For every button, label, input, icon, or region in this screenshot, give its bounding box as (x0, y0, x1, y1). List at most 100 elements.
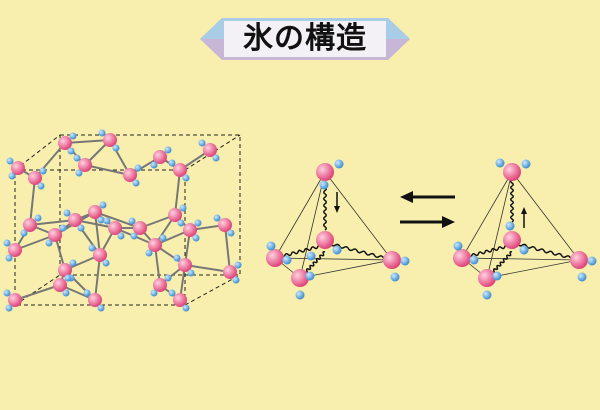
hydrogen-atom (62, 289, 70, 297)
hydrogen-atom (73, 154, 81, 162)
hydrogen-atom (69, 259, 77, 267)
hydrogen-atom (64, 274, 72, 282)
hydrogen-atom (117, 232, 125, 240)
hydrogen-atom (521, 159, 531, 169)
hydrogen-atom (130, 232, 138, 240)
oxygen-atom (48, 228, 62, 242)
tetrahedron-right (453, 158, 597, 300)
hydrogen-atom (332, 245, 342, 255)
hydrogen-bond (14, 234, 56, 251)
oxygen-atom (11, 161, 25, 175)
hydrogen-atom (164, 274, 172, 282)
tetrahedron-edge (461, 257, 580, 261)
hydrogen-atom (132, 179, 140, 187)
tetrahedron-left (266, 159, 410, 300)
hydrogen-atom (179, 204, 187, 212)
arrowhead (334, 206, 340, 213)
hydrogen-atom (173, 254, 181, 262)
oxygen-atom (316, 231, 334, 249)
hydrogen-atom (77, 224, 85, 232)
oxygen-atom (478, 269, 496, 287)
hydrogen-bond (29, 219, 76, 226)
hydrogen-atom (102, 259, 110, 267)
hydrogen-atom (182, 304, 190, 312)
hydrogen-atom (3, 289, 11, 297)
oxygen-atom (218, 218, 232, 232)
hydrogen-atom (227, 229, 235, 237)
oxygen-atom (153, 278, 167, 292)
page-title: 氷の構造 (243, 21, 367, 56)
oxygen-atom (28, 171, 42, 185)
oxygen-atom (503, 163, 521, 181)
tetrahedron-edge (461, 171, 513, 259)
hydrogen-atom (134, 164, 142, 172)
oxygen-atom (103, 133, 117, 147)
hydrogen-atom (295, 290, 305, 300)
oxygen-atom (203, 143, 217, 157)
oxygen-atom (88, 293, 102, 307)
hydrogen-bond (94, 211, 101, 256)
hydrogen-bond (184, 264, 231, 273)
hydrogen-atom (164, 146, 172, 154)
oxygen-atom (88, 205, 102, 219)
hydrogen-atom (20, 229, 28, 237)
hydrogen-atom (150, 289, 158, 297)
hydrogen-bond (64, 139, 111, 144)
hydrogen-atom (453, 241, 463, 251)
hydrogen-atom (98, 129, 106, 137)
hydrogen-atom (103, 217, 111, 225)
hydrogen-atom (282, 255, 292, 265)
oxygen-atom (68, 213, 82, 227)
hydrogen-atom (168, 159, 176, 167)
hydrogen-atom (492, 271, 502, 281)
hydrogen-atom (400, 256, 410, 266)
oxygen-atom (78, 158, 92, 172)
oxygen-atom (173, 293, 187, 307)
hydrogen-atom (390, 272, 400, 282)
oxygen-atom (266, 249, 284, 267)
oxygen-atom (53, 278, 67, 292)
hydrogen-atom (112, 144, 120, 152)
hydrogen-atom (5, 304, 13, 312)
hydrogen-atom (159, 234, 167, 242)
hydrogen-atom (234, 261, 242, 269)
hydrogen-atom (306, 251, 316, 261)
oxygen-atom (148, 238, 162, 252)
hydrogen-bond (84, 164, 131, 176)
hydrogen-atom (39, 167, 47, 175)
hydrogen-atom (232, 276, 240, 284)
tetrahedron-edge (299, 259, 393, 279)
hydrogen-atom (519, 245, 529, 255)
oxygen-atom (58, 136, 72, 150)
hydrogen-atom (99, 201, 107, 209)
oxygen-atom (123, 168, 137, 182)
hydrogen-atom (319, 180, 329, 190)
tetrahedron-edge (274, 171, 326, 259)
oxygen-atom (178, 258, 192, 272)
oxygen-atom (383, 251, 401, 269)
hydrogen-atom (194, 219, 202, 227)
oxygen-atom (8, 293, 22, 307)
tetrahedron-edge (274, 257, 393, 261)
hydrogen-atom (168, 289, 176, 297)
right-arrow-icon (400, 216, 455, 228)
oxygen-atom (570, 251, 588, 269)
oxygen-atom (23, 218, 37, 232)
hydrogen-bond (94, 211, 141, 229)
tetrahedron-edge (486, 259, 580, 279)
hydrogen-atom (505, 221, 515, 231)
hydrogen-atom (69, 132, 77, 140)
tetrahedron-edge (511, 171, 580, 261)
hydrogen-atom (97, 216, 105, 224)
hydrogen-atom (150, 161, 158, 169)
hydrogen-bond-wavy (323, 183, 327, 231)
hydrogen-atom (34, 214, 42, 222)
hydrogen-atom (37, 182, 45, 190)
oxygen-atom (108, 221, 122, 235)
hydrogen-atom (6, 157, 14, 165)
oxygen-atom (173, 163, 187, 177)
oxygen-atom (453, 249, 471, 267)
hydrogen-atom (8, 172, 16, 180)
oxygen-atom (223, 265, 237, 279)
hydrogen-atom (182, 174, 190, 182)
